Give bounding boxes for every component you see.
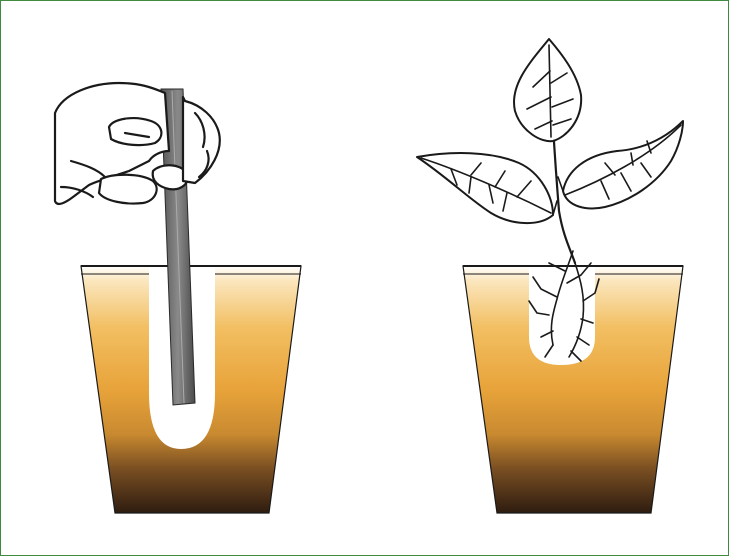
- left-pot-group: [55, 83, 301, 513]
- hand-icon: [55, 83, 220, 204]
- right-pot-group: [417, 39, 683, 513]
